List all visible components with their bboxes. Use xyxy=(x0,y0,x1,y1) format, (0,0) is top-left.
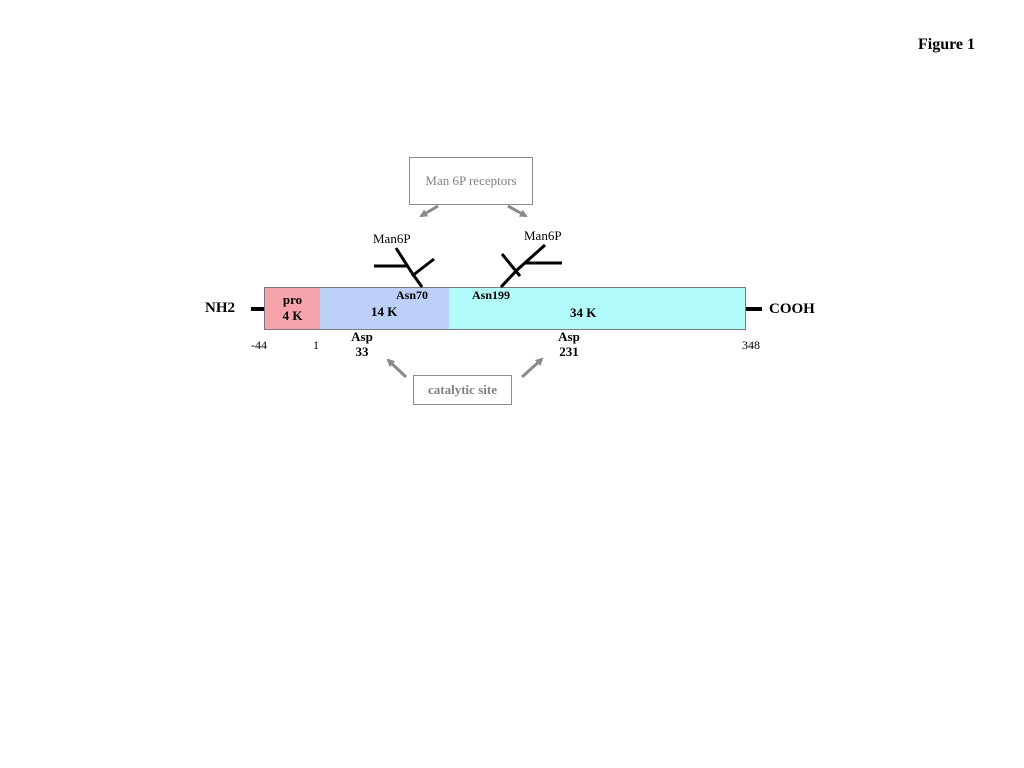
pro-label-line2: 4 K xyxy=(282,308,303,323)
position-end: 348 xyxy=(742,338,760,352)
c-terminal-stub xyxy=(746,307,762,311)
c-terminus-label: COOH xyxy=(769,301,815,317)
figure-title: Figure 1 xyxy=(918,36,976,53)
catalytic-arrow-left xyxy=(386,358,408,379)
position-mature-start: 1 xyxy=(313,338,319,352)
receptor-arrow-right xyxy=(507,204,528,218)
segment-34k xyxy=(449,288,745,329)
asp231-number: 231 xyxy=(559,344,579,359)
asp231-label: Asp 231 xyxy=(551,329,587,359)
asn199-label: Asn199 xyxy=(472,288,511,302)
position-start: -44 xyxy=(251,338,267,352)
man6p-label-left: Man6P xyxy=(373,231,411,246)
glycan-left-icon xyxy=(374,247,435,288)
protein-bar-outline xyxy=(264,287,746,330)
receptor-box: Man 6P receptors xyxy=(409,157,533,205)
n-terminal-stub xyxy=(251,307,264,311)
asp33-number: 33 xyxy=(355,344,369,359)
pro-label-line1: pro xyxy=(282,292,303,307)
segment-34k-label: 34 K xyxy=(570,305,597,320)
asp33-label: Asp 33 xyxy=(344,329,380,359)
asn70-label: Asn70 xyxy=(396,288,429,302)
segment-14k-label: 14 K xyxy=(371,304,398,319)
receptor-box-label: Man 6P receptors xyxy=(425,173,517,188)
pro-segment-label: pro 4 K xyxy=(265,292,320,324)
catalytic-site-label: catalytic site xyxy=(428,382,497,397)
pro-segment xyxy=(265,288,320,329)
asp33-name: Asp xyxy=(351,329,373,344)
segment-14k xyxy=(320,288,449,329)
receptor-arrow-left xyxy=(419,204,439,218)
asp231-name: Asp xyxy=(558,329,580,344)
catalytic-site-box: catalytic site xyxy=(413,375,512,405)
n-terminus-label: NH2 xyxy=(205,300,235,316)
man6p-label-right: Man6P xyxy=(524,228,562,243)
catalytic-arrow-right xyxy=(520,357,544,379)
glycan-right-icon xyxy=(499,243,562,289)
